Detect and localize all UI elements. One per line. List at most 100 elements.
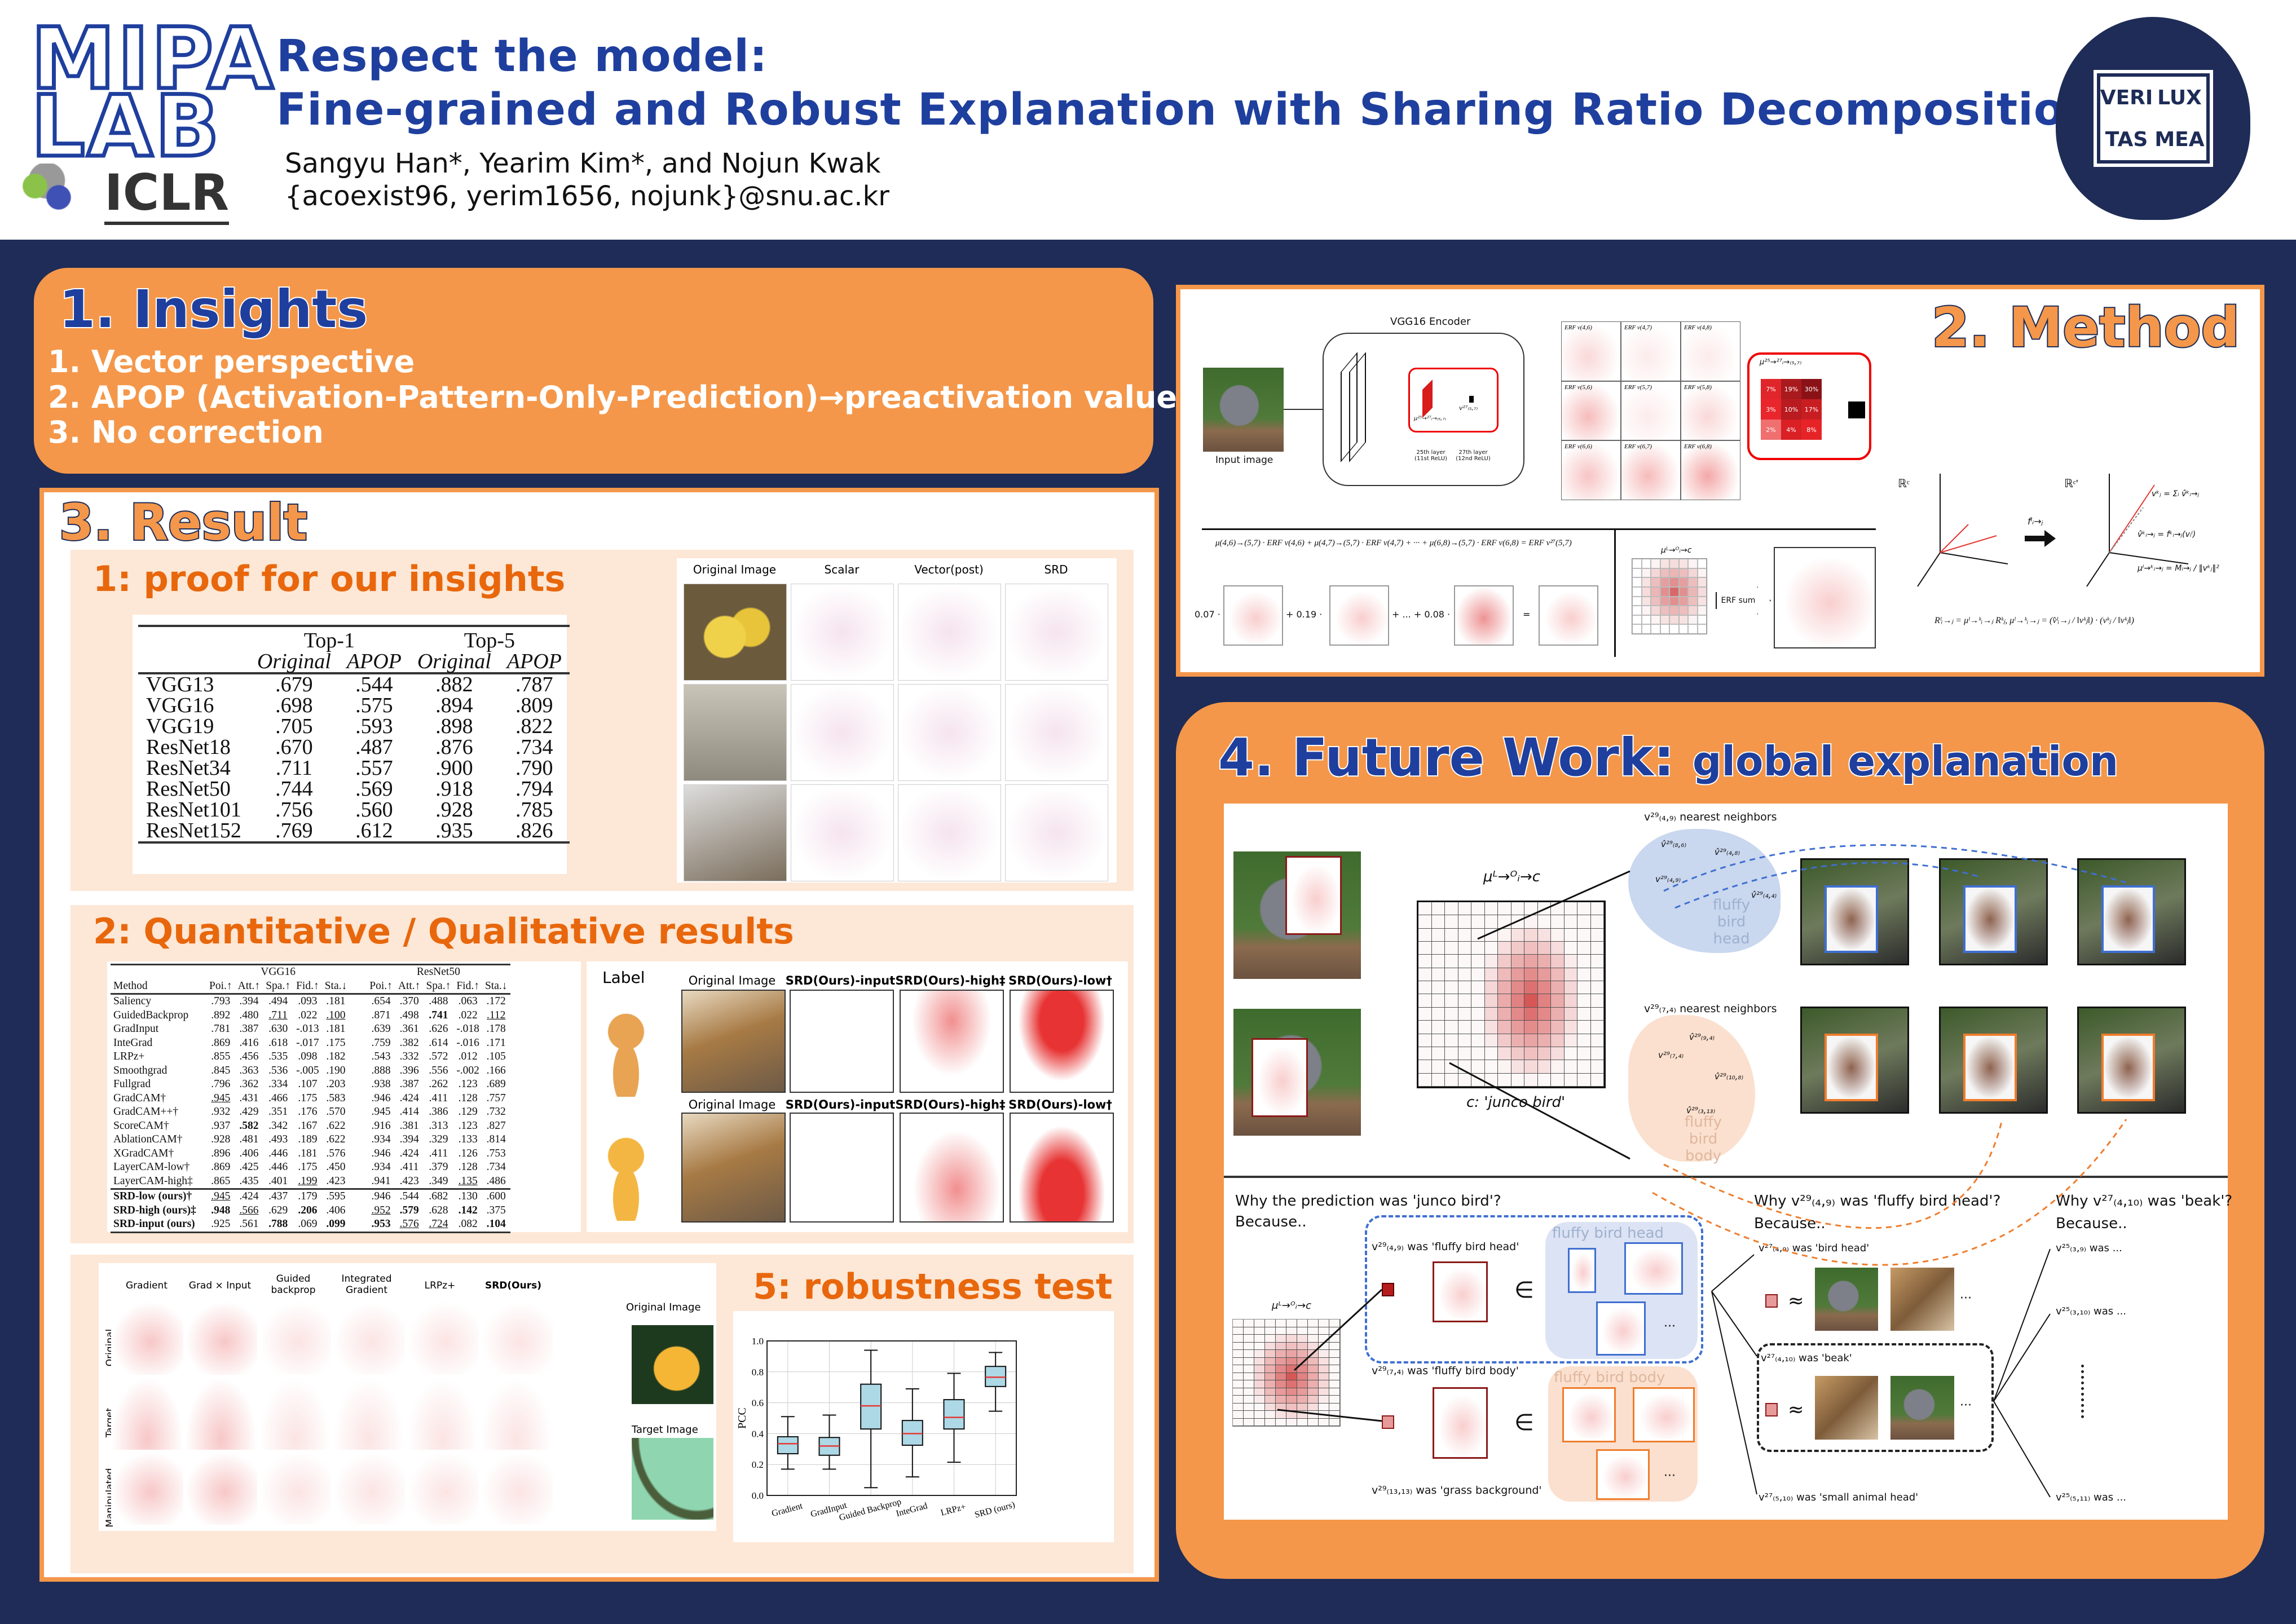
spacer xyxy=(350,1175,367,1189)
encoder-label: VGG16 Encoder xyxy=(1390,316,1471,328)
cluster-point: v²⁹₍₇,₄₎ xyxy=(1658,1050,1684,1060)
value-cell: .171 xyxy=(486,1036,506,1049)
erf-overlay xyxy=(1825,1034,1878,1101)
insights-section: 1. Insights 1. Vector perspective 2. APO… xyxy=(34,268,1195,474)
value-cell: .396 xyxy=(399,1064,419,1076)
heat-cell xyxy=(1511,994,1524,1008)
value-cell: .450 xyxy=(326,1161,346,1173)
value-cell: .022 xyxy=(298,1009,318,1021)
heat-cell xyxy=(1632,577,1642,587)
group-header: Top-1 xyxy=(303,629,355,652)
heat-cell xyxy=(1276,1342,1286,1350)
heat-cell xyxy=(1297,1388,1308,1396)
erf-map xyxy=(1624,1242,1683,1295)
table-row: AblationCAM†.928.481.493.189.622.934.394… xyxy=(111,1133,510,1147)
heat-cell xyxy=(1319,1320,1329,1327)
heat-cell xyxy=(1276,1396,1286,1404)
heat-cell xyxy=(1641,586,1651,597)
value-cell: .855 xyxy=(211,1051,231,1062)
heat-cell xyxy=(1590,1047,1604,1061)
value-cell: .098 xyxy=(298,1051,318,1062)
erf-map: ERF v(5,8) xyxy=(1681,381,1740,441)
y-tick-label: 0.4 xyxy=(752,1428,764,1439)
heat-cell xyxy=(1590,1073,1604,1087)
heat-cell xyxy=(1669,568,1679,578)
column-header: SRD(Ours)-input xyxy=(785,1098,896,1111)
value-cell: .918 xyxy=(435,777,473,801)
value-cell: -.018 xyxy=(456,1023,479,1035)
insight-item: 3. No correction xyxy=(48,414,324,450)
heat-cell xyxy=(1308,1357,1319,1365)
column-header: Grad × Input xyxy=(188,1280,252,1291)
heat-cell xyxy=(1678,577,1688,587)
method-name: SRD-high (ours)‡ xyxy=(113,1204,196,1216)
value-cell: .756 xyxy=(275,798,313,822)
group-header: ResNet50 xyxy=(416,966,460,978)
attribution-map xyxy=(407,1451,479,1525)
heat-cell xyxy=(1297,1418,1308,1426)
neighbor-image xyxy=(1800,1007,1909,1114)
x-tick-label: SRD (ours) xyxy=(973,1500,1016,1520)
heat-cell xyxy=(1537,942,1551,955)
column-header: Original Image xyxy=(688,974,776,987)
value-cell: .629 xyxy=(268,1204,288,1216)
value-cell: .724 xyxy=(429,1218,448,1230)
heat-cell xyxy=(1254,1365,1265,1373)
layer27-label: 27th layer (12nd ReLU) xyxy=(1456,449,1491,462)
cluster-point: v̂²⁹₍₄,₄₎ xyxy=(1751,890,1777,900)
value-cell: .734 xyxy=(515,735,553,759)
heat-cell xyxy=(1498,1021,1511,1034)
grid-header: Vector(post) xyxy=(914,563,984,576)
heat-cell xyxy=(1678,624,1688,634)
explanation-item: v²⁵₍₃,₉₎ was ... xyxy=(2056,1242,2122,1254)
heat-cell xyxy=(1511,1007,1524,1021)
heat-cell xyxy=(1564,1073,1577,1087)
heat-cell xyxy=(1418,902,1432,916)
conference-logo: ICLR xyxy=(104,164,230,225)
mu-label: μ²⁵→²⁷ᵢ→₍₅,₇₎ xyxy=(1414,416,1447,422)
heat-cell xyxy=(1458,915,1471,929)
heat-cell xyxy=(1471,902,1485,916)
heat-cell xyxy=(1319,1380,1329,1388)
heat-cell xyxy=(1329,1411,1340,1419)
value-cell: .126 xyxy=(458,1147,478,1159)
table-row: SRD-low (ours)†.945.424.437.179.595.946.… xyxy=(111,1189,510,1204)
heat-cell xyxy=(1308,1411,1319,1419)
value-cell: .612 xyxy=(355,819,393,842)
heat-cell xyxy=(1697,596,1707,606)
heat-cell xyxy=(1276,1403,1286,1411)
heat-cell xyxy=(1577,968,1591,982)
class-label: c: 'junco bird' xyxy=(1466,1094,1566,1111)
heat-cell xyxy=(1308,1418,1319,1426)
model-name: VGG13 xyxy=(146,673,214,696)
heat-cell xyxy=(1308,1327,1319,1335)
heat-cell xyxy=(1590,968,1604,982)
heat-cell xyxy=(1632,606,1642,615)
column-header: LRPz+ xyxy=(424,1280,456,1291)
erf-label: ERF v(5,8) xyxy=(1684,383,1712,391)
method-name: SRD-low (ours)† xyxy=(113,1190,192,1202)
heat-cell xyxy=(1511,1034,1524,1047)
srd-map xyxy=(1010,990,1114,1093)
heat-cell xyxy=(1297,1327,1308,1335)
table-row: VGG13.679.544.882.787 xyxy=(138,673,570,695)
value-cell: .869 xyxy=(211,1161,231,1173)
value-cell: .107 xyxy=(298,1078,318,1090)
column-header: SRD(Ours)-high‡ xyxy=(895,974,1006,987)
cluster-point: v̂²⁹₍₄,₈₎ xyxy=(1715,847,1740,857)
heat-cell xyxy=(1551,1034,1565,1047)
heat-cell xyxy=(1524,1021,1538,1034)
insights-title: 1. Insights xyxy=(58,278,369,341)
spacer xyxy=(350,1133,367,1147)
heat-cell xyxy=(1484,968,1498,982)
metric-header: Poi.↑ xyxy=(209,979,232,992)
vector-diagram xyxy=(1917,474,2189,587)
vector-equation: μˡ→ᵏᵢ→ⱼ = Mᵢ→ⱼ / ‖vᵏⱼ‖² xyxy=(2138,564,2219,573)
heat-cell xyxy=(1577,1073,1591,1087)
heat-cell xyxy=(1286,1411,1297,1419)
heat-cell xyxy=(1524,928,1538,942)
heat-cell xyxy=(1524,1073,1538,1087)
value-cell: .753 xyxy=(486,1147,506,1159)
heat-cell xyxy=(1233,1388,1244,1396)
f-label: fˡᵢ→ⱼ xyxy=(2028,516,2043,527)
